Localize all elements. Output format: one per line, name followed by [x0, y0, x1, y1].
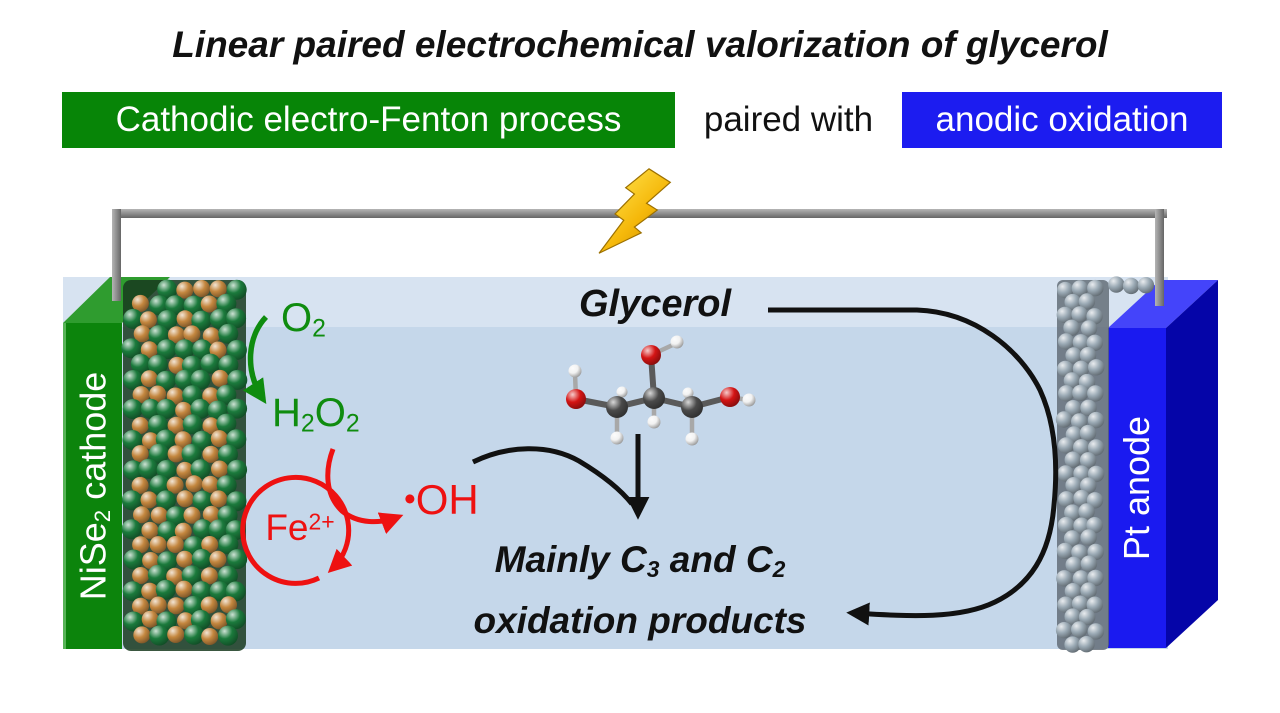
products-line1: Mainly C3 and C2 — [494, 539, 786, 583]
anode-label: Pt anode — [1116, 415, 1157, 561]
circuit-wire-left — [112, 209, 121, 301]
oxidation-products-label: Mainly C3 and C2 oxidation products — [415, 534, 865, 647]
anodic-oxidation-badge: anodic oxidation — [902, 92, 1222, 148]
glycerol-label: Glycerol — [578, 283, 732, 325]
circuit-wire-right — [1155, 209, 1164, 306]
figure-title: Linear paired electrochemical valorizati… — [172, 24, 1108, 65]
cathode-label: NiSe2 cathode — [72, 371, 115, 601]
o2-label: O2 — [281, 296, 326, 343]
cathodic-process-label: Cathodic electro-Fenton process — [115, 100, 622, 139]
circuit-wire-horizontal — [112, 209, 1167, 218]
cathode-bar: NiSe2 cathode — [63, 323, 122, 649]
anode-side-face — [1166, 280, 1218, 648]
h2o2-label: H2O2 — [272, 391, 360, 438]
fe2-label: Fe2+ — [265, 507, 335, 548]
products-line2: oxidation products — [473, 600, 807, 642]
hydroxyl-radical-label: •OH — [404, 476, 479, 523]
paired-with-label: paired with — [703, 100, 874, 139]
cathodic-process-badge: Cathodic electro-Fenton process — [62, 92, 675, 148]
anodic-oxidation-label: anodic oxidation — [935, 100, 1189, 139]
anode-bar: Pt anode — [1108, 328, 1166, 648]
